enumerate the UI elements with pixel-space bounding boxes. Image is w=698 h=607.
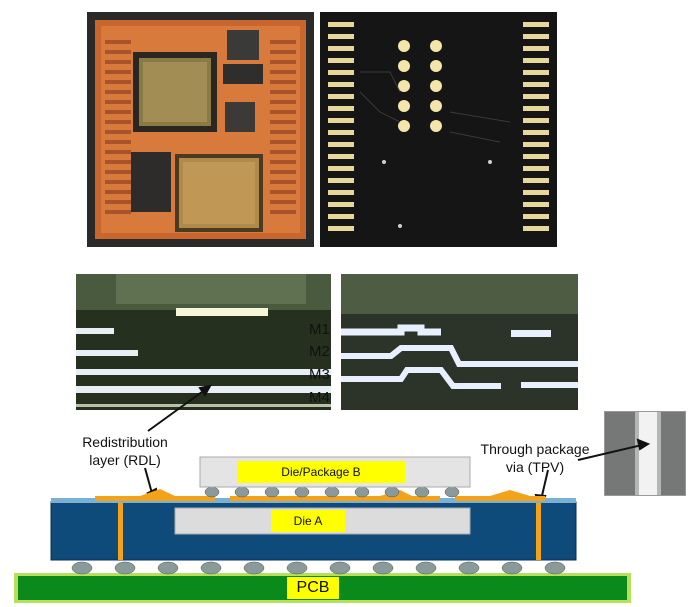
rdl-traces: [95, 489, 545, 501]
package-bottom-drawing: [320, 12, 557, 247]
rdl-arrow-to-micrograph: [147, 388, 207, 432]
rdl-caption-line1: Redistribution: [82, 434, 168, 450]
die-a-label: Die A: [271, 510, 345, 532]
tpv-arrowhead-micrograph: [636, 438, 651, 451]
tpv-via-left: [118, 503, 123, 560]
package-top-photo: [87, 12, 314, 247]
top-solder-balls: [204, 486, 460, 498]
metal-layer-label-m4: M4: [309, 389, 330, 406]
package-bottom-photo: [320, 12, 557, 247]
metal-layer-label-m3: M3: [309, 366, 330, 383]
rdl-caption-line2: layer (RDL): [89, 452, 161, 468]
metal-layer-label-m2: M2: [309, 343, 330, 360]
metal-layer-label-m1: M1: [309, 321, 330, 338]
tpv-arrow-to-micrograph: [577, 444, 643, 461]
micrograph-right-drawing: [341, 274, 578, 410]
die-package-b-label: Die/Package B: [237, 461, 405, 483]
tpv-micrograph-drawing: [605, 412, 685, 495]
pcb-label: PCB: [287, 577, 339, 599]
tpv-caption-line2: via (TPV): [505, 459, 565, 475]
bottom-solder-balls: [71, 561, 566, 575]
rdl-micrograph-right: [341, 274, 578, 410]
tpv-caption-line1: Through package: [480, 441, 590, 457]
tpv-caption: Through package via (TPV): [470, 440, 600, 476]
tpv-via-right: [536, 503, 541, 560]
rdl-arrowhead-micrograph: [198, 384, 212, 397]
rdl-caption: Redistribution layer (RDL): [60, 433, 190, 469]
package-top-drawing: [95, 20, 306, 239]
